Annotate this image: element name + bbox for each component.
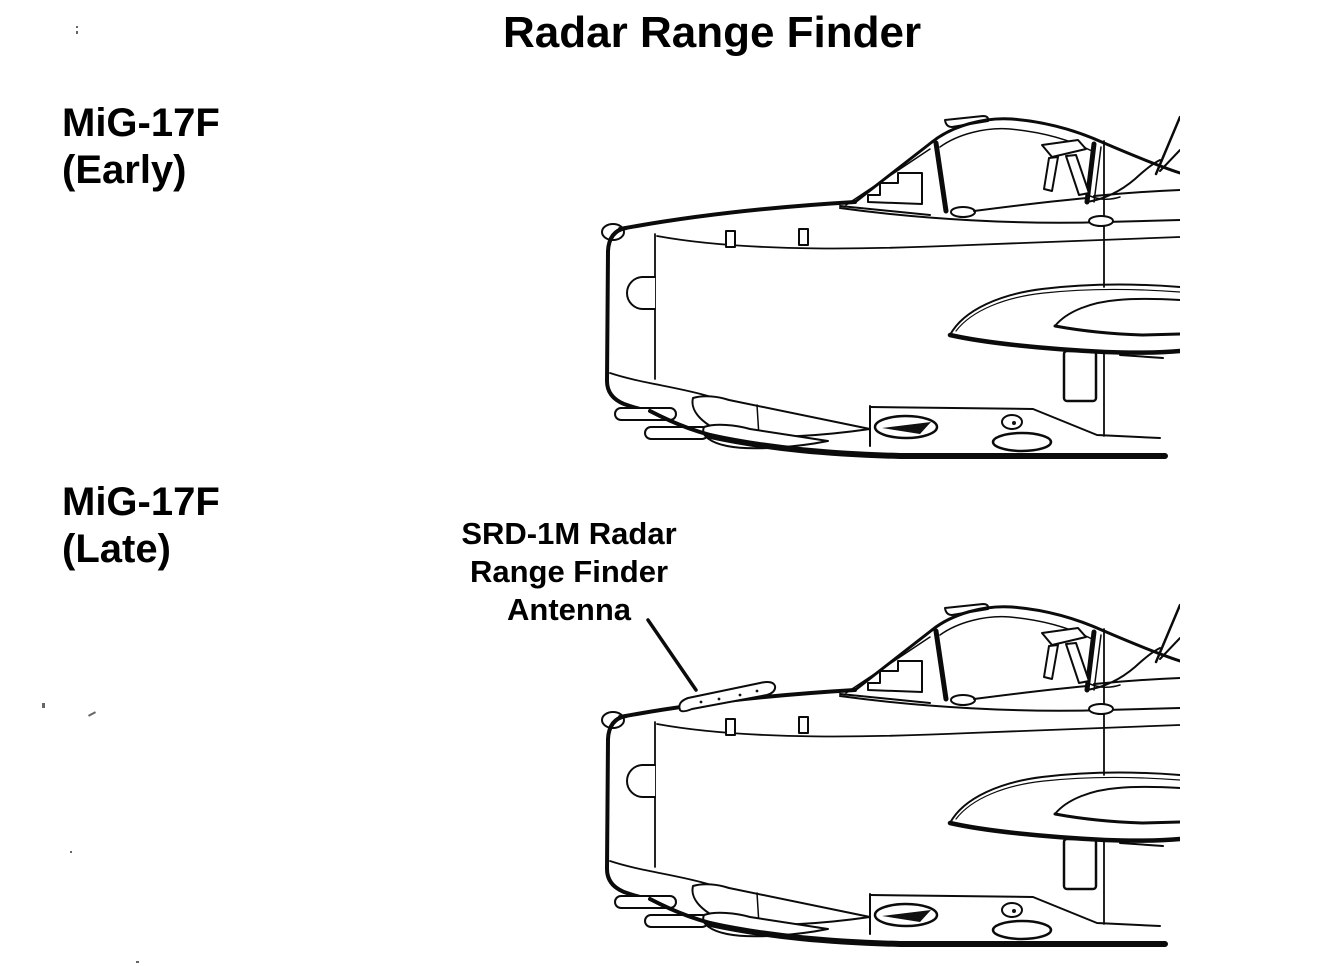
scan-speck — [70, 851, 72, 853]
variant-name-late: MiG-17F — [62, 480, 220, 524]
variant-label-late: MiG-17F (Late) — [62, 479, 220, 573]
variant-qualifier-late: (Late) — [62, 527, 171, 571]
variant-label-early: MiG-17F (Early) — [62, 100, 220, 194]
scan-speck — [87, 711, 97, 717]
aircraft-outline — [602, 604, 1180, 944]
variant-qualifier-early: (Early) — [62, 148, 187, 192]
annotation-line-2: Range Finder — [469, 554, 669, 589]
annotation-line-1: SRD-1M Radar — [461, 516, 677, 551]
aircraft-outline — [602, 116, 1180, 456]
annotation-line-3: Antenna — [507, 592, 631, 627]
variant-name-early: MiG-17F — [62, 101, 220, 145]
scan-speck — [42, 703, 45, 708]
page-title: Radar Range Finder — [503, 8, 922, 57]
srd-1m-antenna-fairing-icon — [678, 681, 777, 713]
scan-speck — [136, 961, 139, 963]
scan-speck — [76, 26, 78, 28]
mig17f-late-nose-drawing — [600, 593, 1180, 953]
scan-speck — [76, 31, 78, 34]
antenna-annotation: SRD-1M Radar Range Finder Antenna — [428, 515, 710, 629]
annotation-leader-line — [646, 618, 698, 692]
mig17f-early-nose-drawing — [600, 105, 1180, 465]
